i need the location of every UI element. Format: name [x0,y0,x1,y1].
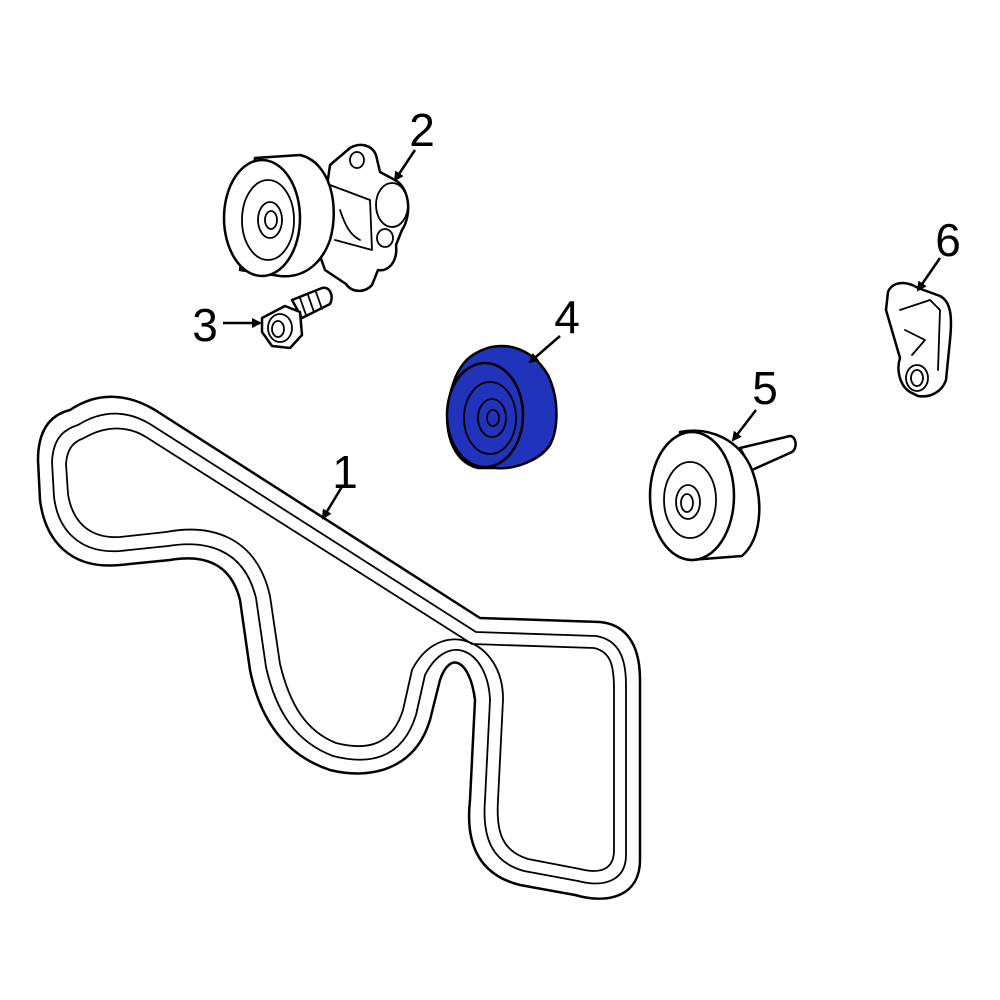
leader-2 [393,149,417,182]
leader-1 [321,484,345,520]
callout-5: 5 [752,362,778,414]
leader-6 [916,257,942,292]
leader-4 [528,335,561,364]
callout-2: 2 [409,104,435,156]
callout-6: 6 [935,214,961,266]
callout-3: 3 [192,299,218,351]
idler-pulley-highlighted[interactable] [445,344,558,470]
callout-4: 4 [554,291,580,343]
belt-tensioner[interactable] [222,143,410,293]
callout-1: 1 [332,446,358,498]
idler-pulley[interactable] [648,429,797,562]
tensioner-bolt[interactable] [260,286,333,350]
drive-belt[interactable] [36,395,642,900]
leader-lines [223,149,942,520]
leader-5 [731,409,757,442]
bracket[interactable] [884,281,953,398]
